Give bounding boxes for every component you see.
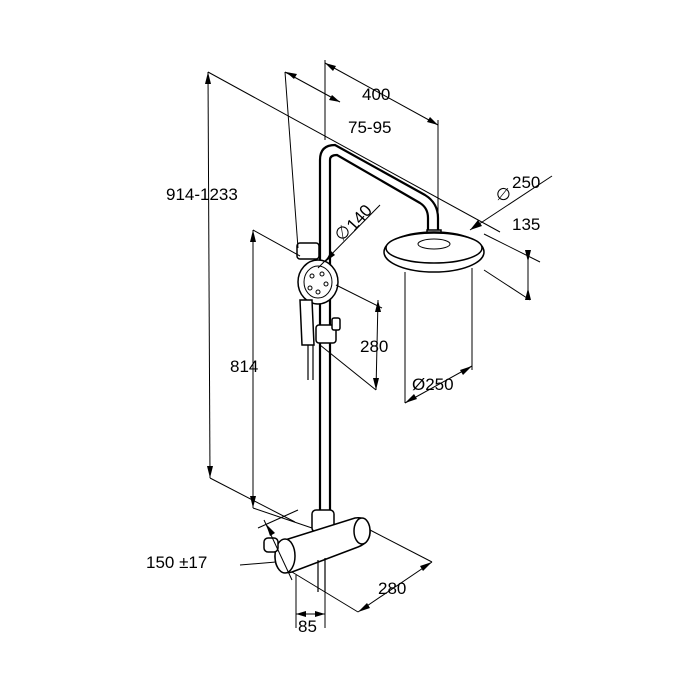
dimension-400: 400 — [324, 60, 439, 225]
dimension-width-280-label: 280 — [378, 579, 406, 598]
dimension-hand-280-label: 280 — [360, 337, 388, 356]
diameter-symbol-top: ∅ — [496, 185, 511, 204]
thermostat-mixer — [263, 509, 371, 592]
dimension-overhead-diameter: Ø250 — [404, 268, 473, 404]
dimension-400-label: 400 — [362, 85, 390, 104]
dimension-head-diameter: ∅ 250 — [469, 173, 553, 231]
dimension-914-1233-label: 914-1233 — [166, 185, 238, 204]
overhead-shower-head — [383, 229, 485, 273]
dimension-overhead-diameter-label: Ø250 — [412, 375, 454, 394]
dimension-85-label: 85 — [298, 617, 317, 636]
dimension-85: 85 — [295, 575, 326, 636]
dimension-814-label: 814 — [230, 357, 258, 376]
slider-holder — [315, 317, 341, 344]
dimension-hand-diameter: ∅ 140 — [317, 201, 381, 269]
overhead-arm — [318, 143, 440, 232]
dimension-814: 814 — [230, 229, 313, 529]
dimension-width-280: 280 — [291, 529, 433, 613]
dimension-head-diameter-label: 250 — [512, 173, 540, 192]
dimension-914-1233: 914-1233 — [166, 71, 501, 523]
dimension-150-label: 150 ±17 — [146, 553, 207, 572]
dimension-135: 135 — [483, 215, 540, 301]
dimension-135-label: 135 — [512, 215, 540, 234]
hand-shower — [296, 242, 339, 380]
dimension-75-95-label: 75-95 — [348, 118, 391, 137]
dimension-150: 150 ±17 — [146, 509, 299, 581]
dimension-75-95: 75-95 — [284, 71, 391, 249]
dimension-hand-280: 280 — [319, 284, 388, 391]
